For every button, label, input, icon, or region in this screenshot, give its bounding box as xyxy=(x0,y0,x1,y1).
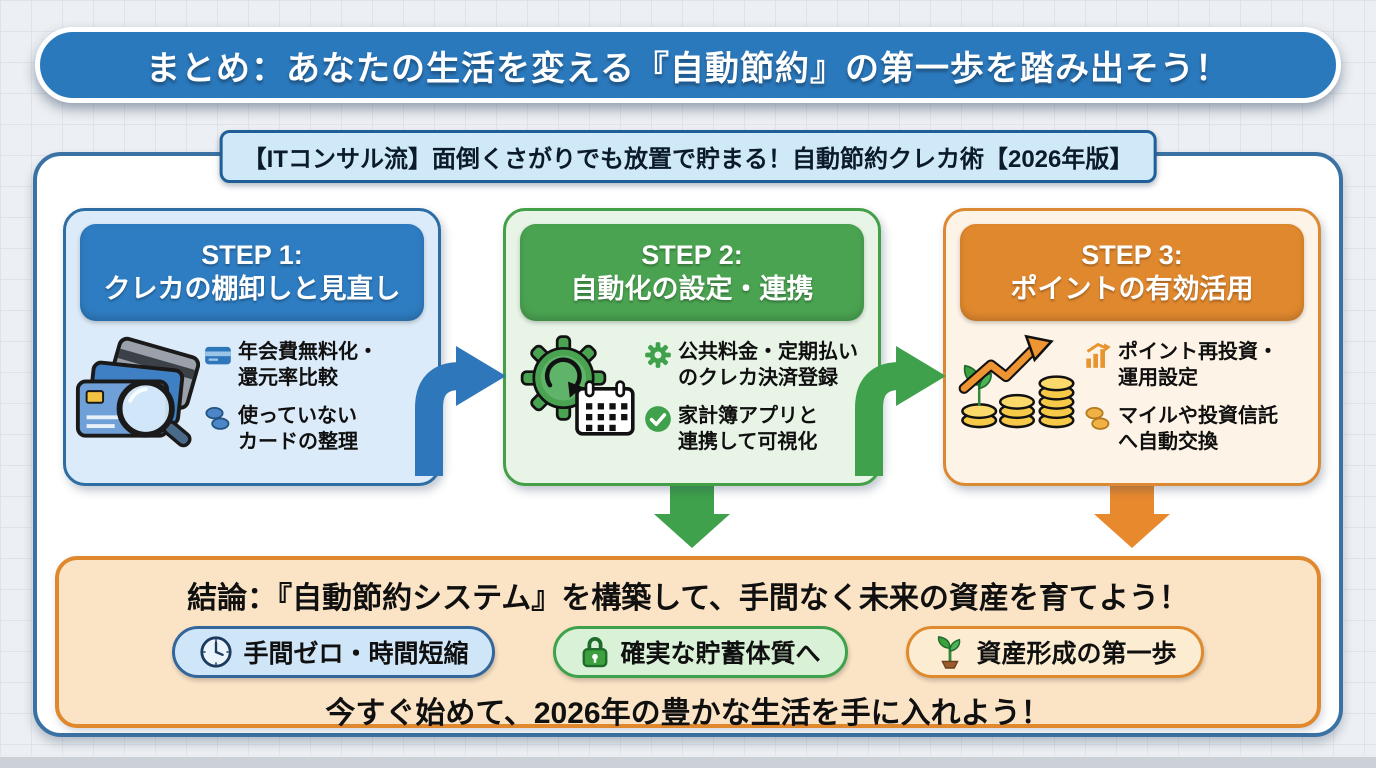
list-item: マイルや投資信託 へ自動交換 xyxy=(1084,403,1310,455)
step3-bullet1-text: ポイント再投資・ 運用設定 xyxy=(1118,341,1278,389)
step2-title: 自動化の設定・連携 xyxy=(570,273,814,304)
list-item: 年会費無料化・ 還元率比較 xyxy=(204,339,430,391)
list-item: 家計簿アプリと 連携して可視化 xyxy=(644,403,870,455)
arrow-step2-down xyxy=(654,486,730,548)
step3-bullets: ポイント再投資・ 運用設定 マイルや投資信託 へ自動交換 xyxy=(1084,333,1310,455)
step3-bullet2-text: マイルや投資信託 へ自動交換 xyxy=(1118,405,1278,453)
list-item: 使っていない カードの整理 xyxy=(204,403,430,455)
step3-title: ポイントの有効活用 xyxy=(1010,273,1254,304)
conclusion-cta: 今すぐ始めて、2026年の豊かな生活を手に入れよう！ xyxy=(325,697,1051,730)
lock-icon xyxy=(580,635,610,669)
badge-asset-building: 資産形成の第一歩 xyxy=(905,626,1204,678)
bottom-edge-strip xyxy=(0,755,1376,768)
step3-card: STEP 3: ポイントの有効活用 xyxy=(943,208,1321,486)
arrow-step2-to-step3 xyxy=(842,330,950,476)
step1-title: クレカの棚卸しと見直し xyxy=(103,273,401,304)
step1-card: STEP 1: クレカの棚卸しと見直し xyxy=(63,208,441,486)
conclusion-box: 結論：『自動節約システム』を構築して、手間なく未来の資産を育てよう！ 手間ゼロ・… xyxy=(55,556,1321,730)
subtitle-box: 【ITコンサル流】面倒くさがりでも放置で貯まる！自動節約クレカ術【2026年版】 xyxy=(219,130,1157,183)
step2-card: STEP 2: 自動化の設定・連携 xyxy=(503,208,881,486)
step1-bullet1-text: 年会費無料化・ 還元率比較 xyxy=(238,341,378,389)
coins-exchange-icon xyxy=(1084,405,1112,433)
conclusion-headline: 結論：『自動節約システム』を構築して、手間なく未来の資産を育てよう！ xyxy=(187,582,1189,615)
step2-bullet2-text: 家計簿アプリと 連携して可視化 xyxy=(678,405,818,453)
list-item: ポイント再投資・ 運用設定 xyxy=(1084,339,1310,391)
title-banner: まとめ：あなたの生活を変える『自動節約』の第一歩を踏み出そう！ xyxy=(35,27,1341,103)
step1-bullets: 年会費無料化・ 還元率比較 使っていない カードの整理 xyxy=(204,333,430,455)
seedling-icon xyxy=(933,635,967,669)
credit-card-icon xyxy=(204,341,232,369)
step2-label: STEP 2: xyxy=(641,239,743,270)
step3-body: ポイント再投資・ 運用設定 マイルや投資信託 へ自動交換 xyxy=(946,321,1318,455)
badge-label: 確実な貯蓄体質へ xyxy=(620,640,821,668)
step3-header: STEP 3: ポイントの有効活用 xyxy=(960,224,1304,321)
step1-body: 年会費無料化・ 還元率比較 使っていない カードの整理 xyxy=(66,321,438,455)
clock-icon xyxy=(199,635,233,669)
credit-cards-magnifier-illustration xyxy=(74,333,200,453)
step1-bullet2-text: 使っていない カードの整理 xyxy=(238,405,358,453)
step2-bullet1-text: 公共料金・定期払い のクレカ決済登録 xyxy=(678,341,858,389)
step2-bullets: 公共料金・定期払い のクレカ決済登録 家計簿アプリと 連携して可視化 xyxy=(644,333,870,455)
step1-label: STEP 1: xyxy=(201,239,303,270)
badge-time-saving: 手間ゼロ・時間短縮 xyxy=(172,626,496,678)
coins-growth-illustration xyxy=(954,333,1080,432)
check-icon xyxy=(644,405,672,433)
step2-header: STEP 2: 自動化の設定・連携 xyxy=(520,224,864,321)
step2-body: 公共料金・定期払い のクレカ決済登録 家計簿アプリと 連携して可視化 xyxy=(506,321,878,455)
step1-header: STEP 1: クレカの棚卸しと見直し xyxy=(80,224,424,321)
step3-label: STEP 3: xyxy=(1081,239,1183,270)
arrow-step3-down xyxy=(1094,486,1170,548)
gear-icon xyxy=(644,341,672,369)
list-item: 公共料金・定期払い のクレカ決済登録 xyxy=(644,339,870,391)
arrow-step1-to-step2 xyxy=(402,330,510,476)
badge-label: 手間ゼロ・時間短縮 xyxy=(243,640,469,668)
gear-calendar-illustration xyxy=(514,333,640,439)
coins-icon xyxy=(204,405,232,433)
badge-savings-habit: 確実な貯蓄体質へ xyxy=(553,626,848,678)
growth-chart-icon xyxy=(1084,341,1112,369)
badge-label: 資産形成の第一歩 xyxy=(976,640,1177,668)
benefit-badges: 手間ゼロ・時間短縮 確実な貯蓄体質へ 資産形成の第一歩 xyxy=(59,626,1317,678)
page-title: まとめ：あなたの生活を変える『自動節約』の第一歩を踏み出そう！ xyxy=(146,49,1230,88)
